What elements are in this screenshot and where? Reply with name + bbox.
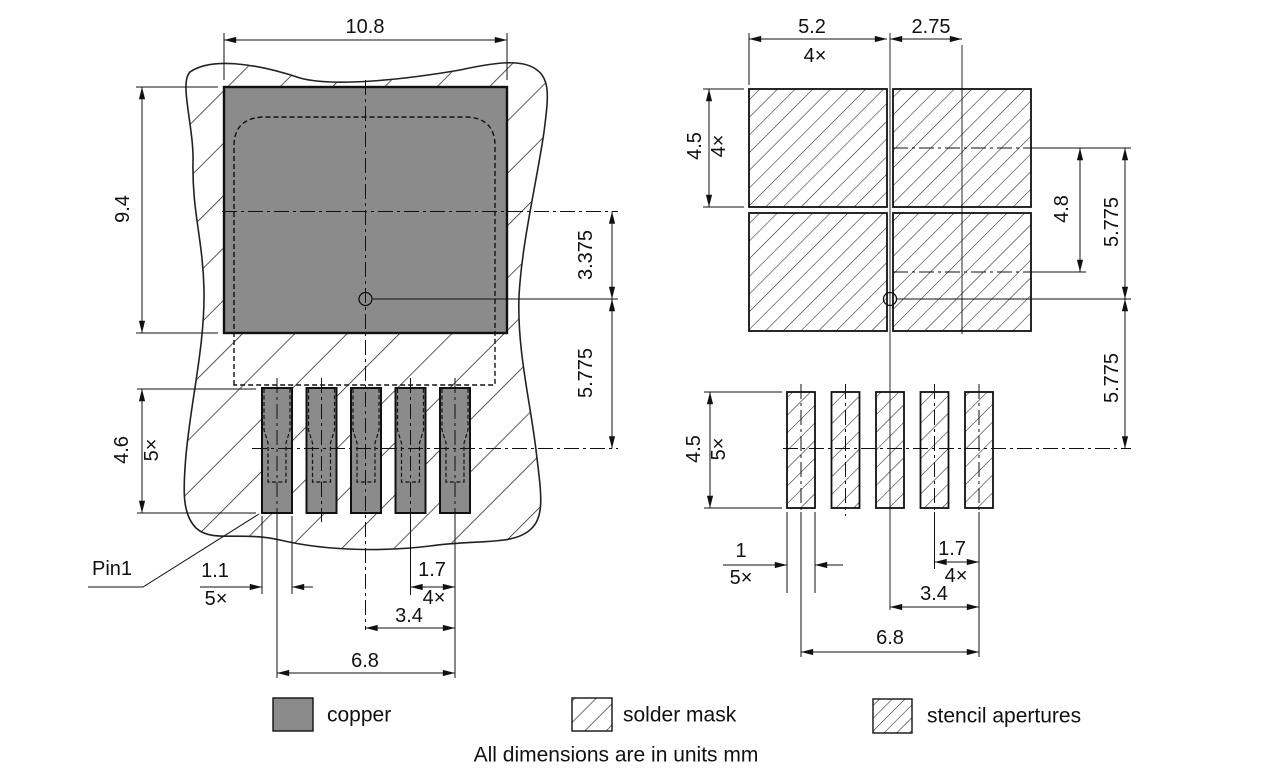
left-dimensions (88, 33, 616, 678)
dim-right-pin-span: 6.8 (876, 627, 904, 649)
right-view-stencil (703, 33, 1131, 657)
left-view-copper-mask (88, 33, 618, 678)
legend-stencil-label: stencil apertures (927, 704, 1082, 728)
dim-pad-center-offset: 3.375 (575, 229, 597, 281)
right-origin-mark (882, 291, 1131, 307)
dim-pin-pitch: 1.7 (418, 559, 446, 581)
dim-aperture-width-qty: 4× (803, 45, 827, 67)
right-centerlines (783, 33, 1131, 610)
dim-pin-length: 4.6 (111, 436, 133, 464)
dim-pin-aperture-width: 1 (735, 540, 747, 562)
solder-mask-swatch (571, 697, 613, 732)
dim-pitch-double: 3.4 (395, 605, 423, 627)
right-dimensions (703, 33, 1131, 657)
origin-mark (358, 291, 618, 307)
dim-pin-aperture-width-qty: 5× (729, 567, 753, 589)
legend-solder-mask-label: solder mask (623, 703, 737, 727)
dim-pad-height: 9.4 (112, 195, 134, 223)
dim-pin-length-qty: 5× (141, 438, 163, 462)
dim-right-pin-pitch-qty: 4× (944, 565, 968, 587)
stencil-swatch (872, 698, 913, 734)
dim-pin-row-offset: 5.775 (575, 347, 597, 399)
dim-aperture-row-spacing: 4.8 (1051, 195, 1073, 223)
dim-pin-aperture-length: 4.5 (683, 435, 705, 463)
component-body-outline (233, 116, 496, 386)
units-note: All dimensions are in units mm (473, 743, 759, 767)
legend-copper-label: copper (327, 703, 392, 727)
dim-pin-width: 1.1 (201, 560, 229, 582)
dim-aperture-height: 4.5 (684, 132, 706, 160)
left-centerlines (222, 80, 618, 630)
dim-pin-span: 6.8 (351, 650, 379, 672)
dim-pin-width-qty: 5× (204, 588, 228, 610)
dim-pad-width: 10.8 (345, 16, 385, 38)
legend-swatches (272, 697, 913, 734)
dim-row-offset-top: 5.775 (1101, 196, 1123, 248)
dim-aperture-height-qty: 4× (708, 134, 730, 158)
pin1-label: Pin1 (91, 558, 133, 580)
copper-swatch (272, 697, 314, 732)
dim-pin-aperture-length-qty: 5× (708, 437, 730, 461)
dim-aperture-col-offset: 2.75 (911, 16, 951, 38)
dim-right-pitch-double: 3.4 (920, 583, 948, 605)
dim-pin-pitch-qty: 4× (422, 587, 446, 609)
dim-aperture-width: 5.2 (798, 16, 826, 38)
dim-row-offset-bottom: 5.775 (1101, 352, 1123, 404)
dim-right-pin-pitch: 1.7 (938, 538, 966, 560)
